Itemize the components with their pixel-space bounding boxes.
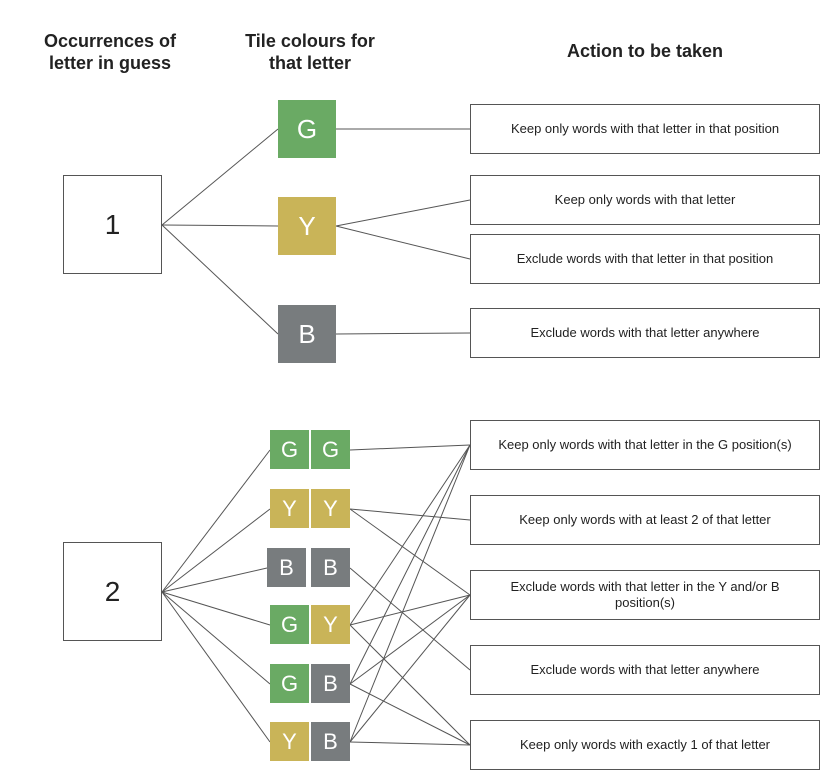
- tile-b: B: [311, 722, 350, 761]
- tile-y: Y: [311, 489, 350, 528]
- connector-line: [161, 224, 279, 335]
- action-box: Keep only words with that letter in the …: [470, 420, 820, 470]
- tile-g: G: [278, 100, 336, 158]
- occurrence-box-2: 2: [63, 542, 162, 641]
- action-box: Exclude words with that letter in that p…: [470, 234, 820, 284]
- tile-g: G: [270, 605, 309, 644]
- connector-line: [161, 128, 279, 226]
- tile-g: G: [270, 664, 309, 703]
- connector-line: [161, 449, 271, 593]
- connector-line: [161, 591, 271, 626]
- action-box: Keep only words with at least 2 of that …: [470, 495, 820, 545]
- connector-line: [161, 591, 271, 743]
- tile-g: G: [311, 430, 350, 469]
- tile-b: B: [311, 664, 350, 703]
- connector-line: [335, 199, 471, 227]
- connector-line: [349, 444, 471, 451]
- header-tile-colours: Tile colours for that letter: [245, 31, 375, 73]
- connector-line: [349, 508, 471, 596]
- connector-line: [161, 224, 279, 227]
- action-box: Keep only words with that letter: [470, 175, 820, 225]
- tile-y: Y: [270, 489, 309, 528]
- connector-line: [349, 444, 471, 743]
- tile-g: G: [270, 430, 309, 469]
- tile-b: B: [311, 548, 350, 587]
- connector-line: [349, 594, 471, 685]
- connector-line: [349, 444, 471, 626]
- action-box: Exclude words with that letter in the Y …: [470, 570, 820, 620]
- header-occurrences: Occurrences of letter in guess: [43, 31, 177, 73]
- connector-line: [335, 332, 471, 335]
- connector-line: [349, 508, 471, 521]
- connector-line: [349, 624, 471, 746]
- connector-line: [161, 508, 271, 593]
- tile-y: Y: [311, 605, 350, 644]
- action-box: Keep only words with exactly 1 of that l…: [470, 720, 820, 770]
- tile-y: Y: [278, 197, 336, 255]
- occurrence-box-1: 1: [63, 175, 162, 274]
- connector-line: [161, 567, 268, 593]
- connector-line: [349, 594, 471, 743]
- connector-line: [349, 683, 471, 746]
- tile-y: Y: [270, 722, 309, 761]
- connector-line: [349, 567, 471, 671]
- connector-line: [349, 444, 471, 685]
- connector-line: [349, 594, 471, 626]
- action-box: Keep only words with that letter in that…: [470, 104, 820, 154]
- tile-b: B: [267, 548, 306, 587]
- connector-line: [161, 591, 271, 685]
- connector-line: [335, 225, 471, 260]
- connector-line: [349, 741, 471, 746]
- action-box: Exclude words with that letter anywhere: [470, 308, 820, 358]
- action-box: Exclude words with that letter anywhere: [470, 645, 820, 695]
- tile-b: B: [278, 305, 336, 363]
- header-action: Action to be taken: [566, 41, 723, 61]
